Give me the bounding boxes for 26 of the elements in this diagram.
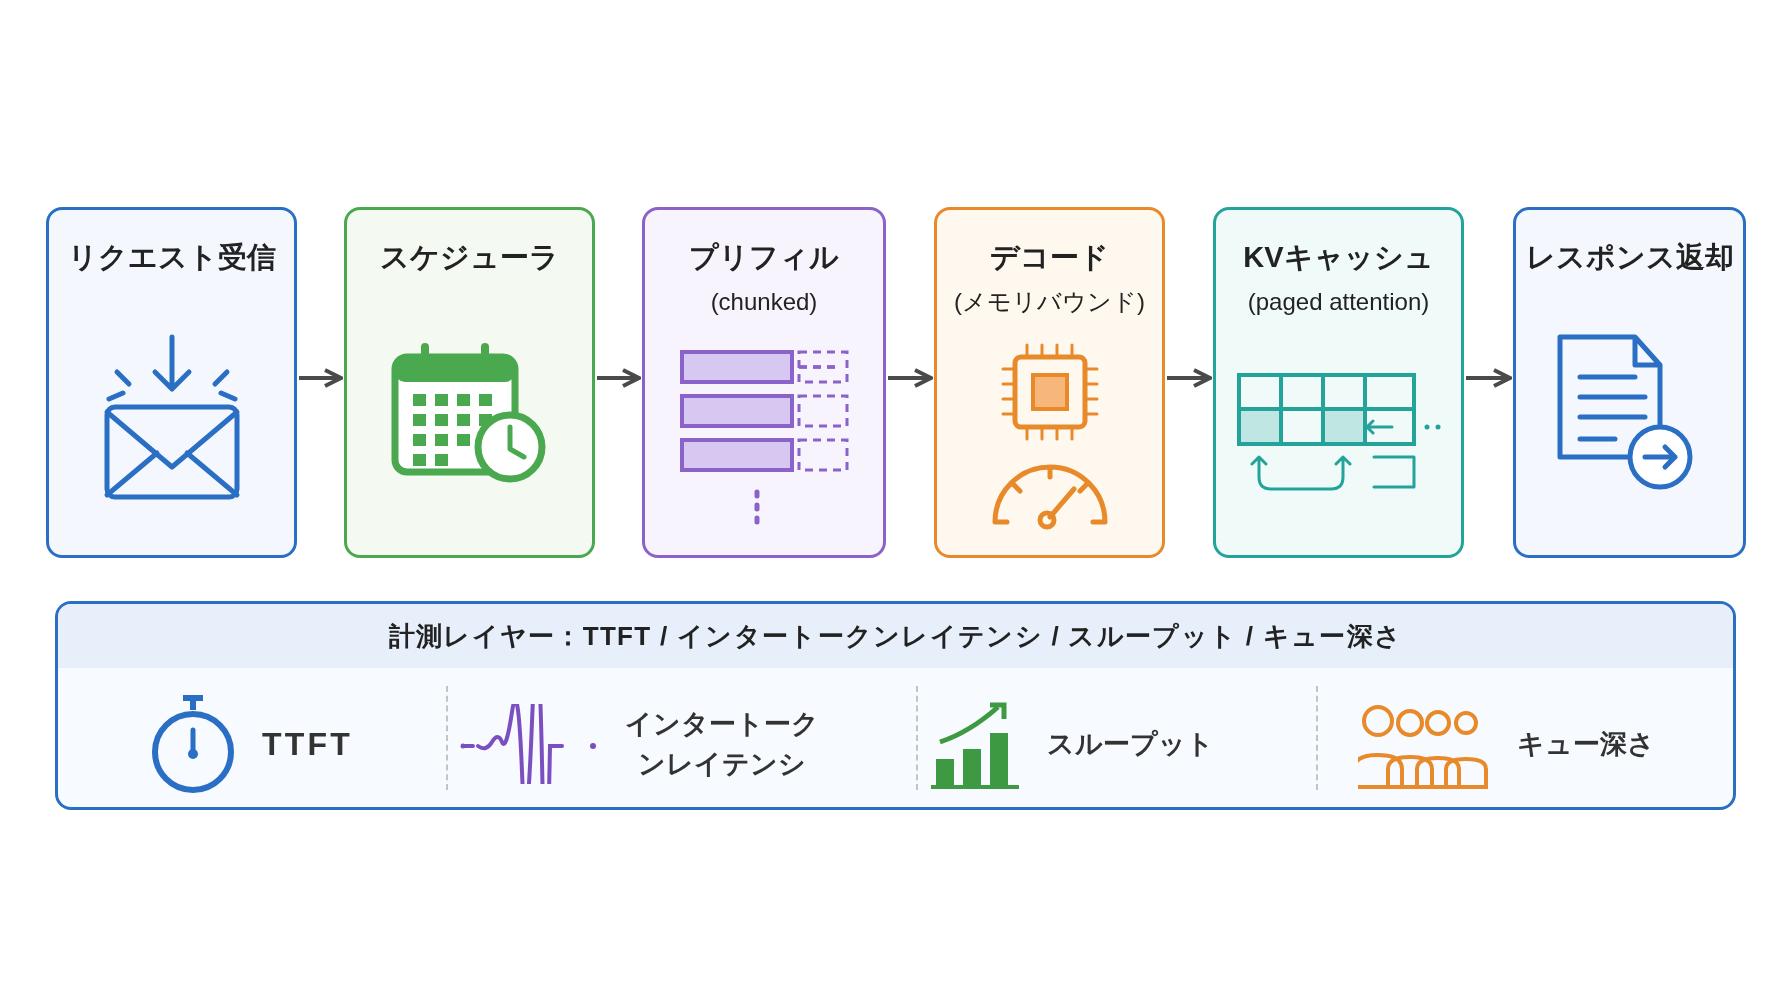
- stage-box: [934, 207, 1165, 558]
- stage-subtitle: (chunked): [710, 286, 818, 317]
- stage-box: [46, 207, 297, 558]
- stage-title: KVキャッシュ: [1243, 240, 1434, 275]
- arrow: [597, 368, 641, 388]
- arrow: [888, 368, 933, 388]
- arrow: [299, 368, 343, 388]
- stage-title: リクエスト受信: [67, 240, 276, 275]
- stage-title: デコード: [990, 240, 1109, 275]
- stage-box: [1513, 207, 1746, 558]
- panel-title: 計測レイヤー：TTFT / インタートークンレイテンシ / スループット / キュー深さ: [388, 619, 1403, 653]
- stage-box: [344, 207, 595, 558]
- stage-subtitle: (メモリバウンド): [954, 286, 1145, 317]
- stage-title: スケジューラ: [380, 240, 559, 275]
- arrow: [1167, 368, 1212, 388]
- metric-label: スループット: [1047, 727, 1214, 761]
- stage-subtitle: (paged attention): [1247, 286, 1430, 317]
- stage-title: プリフィル: [689, 240, 839, 275]
- stage-box: [1213, 207, 1464, 558]
- measurement-panel: [55, 601, 1736, 810]
- arrow: [1466, 368, 1512, 388]
- metric-label: キュー深さ: [1517, 727, 1655, 761]
- metric-label: TTFT: [262, 725, 353, 764]
- stage-title: レスポンス返却: [1525, 240, 1734, 275]
- stage-box: [642, 207, 886, 558]
- metric-label: インタートークンレイテンシ: [624, 707, 820, 781]
